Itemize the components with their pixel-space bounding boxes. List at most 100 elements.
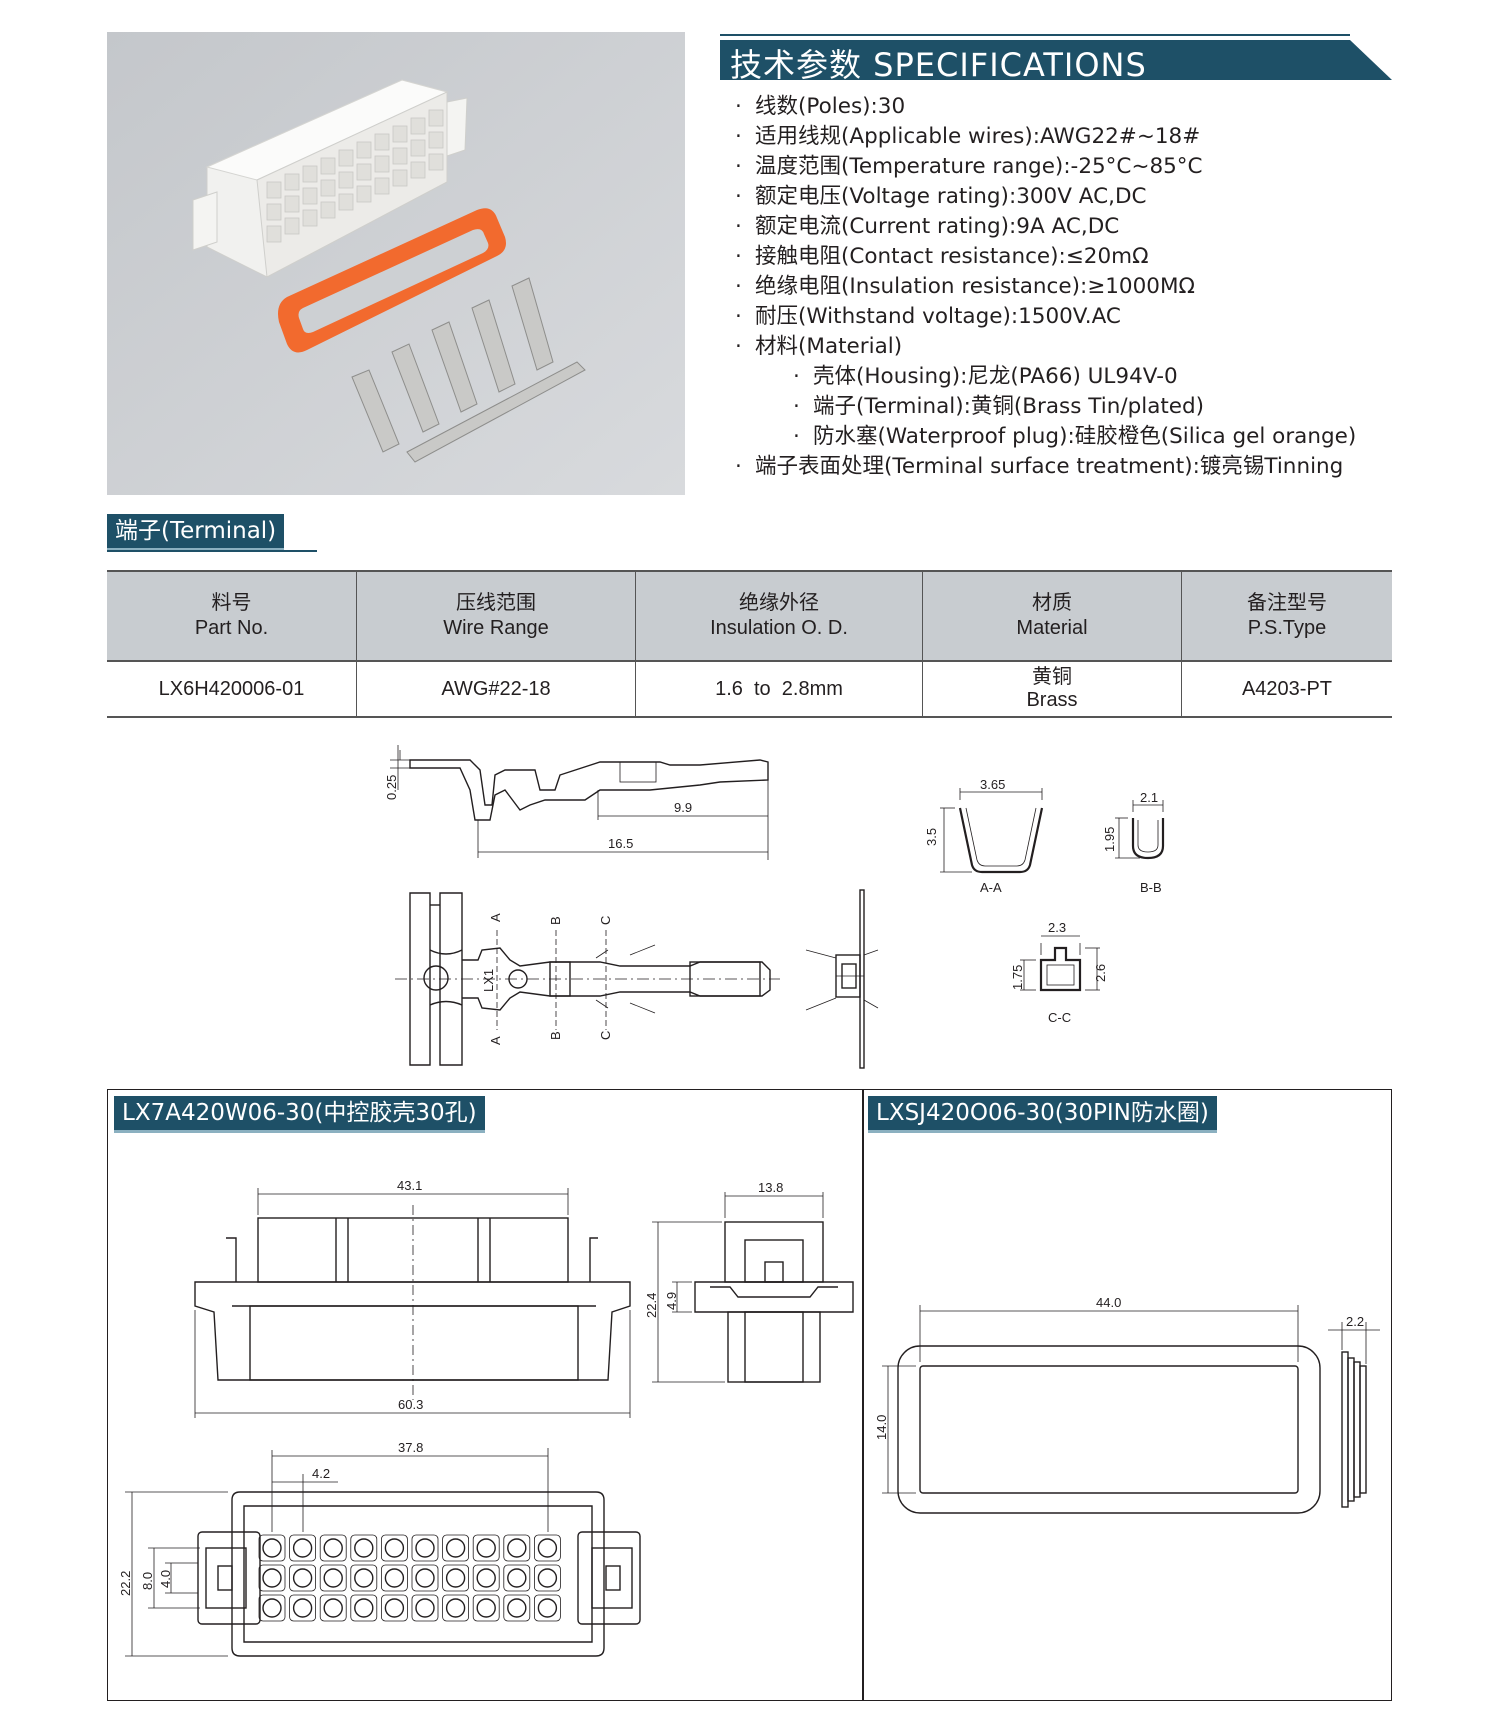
cell-insulation-od: 1.6 to 2.8mm — [635, 661, 923, 718]
pin-hole — [476, 1538, 496, 1558]
pin-cavity — [472, 1534, 500, 1562]
label-bb: B-B — [1140, 880, 1162, 895]
pin-hole — [354, 1568, 374, 1588]
pin-cavity — [289, 1534, 317, 1562]
dim-22-4: 22.4 — [644, 1293, 659, 1318]
pin-hole — [537, 1568, 558, 1588]
dim-44-0: 44.0 — [1096, 1295, 1121, 1310]
section-a-top: A — [488, 913, 503, 922]
pin-hole — [537, 1538, 558, 1558]
pin-hole — [445, 1568, 466, 1588]
housing-side-view: 13.8 22.4 4.9 — [644, 1180, 854, 1383]
pin-hole — [384, 1538, 405, 1558]
housing-seal-drawing: 43.1 60.3 13.8 22.4 4.9 — [118, 1178, 1380, 1657]
spec-item: ·绝缘电阻(Insulation resistance):≥1000MΩ — [735, 274, 1195, 299]
dim-cc-h1: 1.75 — [1010, 965, 1025, 990]
pin-cavity — [534, 1564, 561, 1592]
label-cc: C-C — [1048, 1010, 1071, 1025]
section-b-top: B — [548, 916, 563, 925]
pin-hole — [537, 1598, 558, 1618]
dim-bb-width: 2.1 — [1140, 790, 1158, 805]
pin-cavity — [289, 1594, 317, 1622]
pin-hole — [262, 1598, 282, 1618]
pin-cavity — [289, 1564, 317, 1592]
label-aa: A-A — [980, 880, 1002, 895]
seal-photo — [278, 208, 506, 353]
pin-hole — [445, 1598, 466, 1618]
spec-item: ·接触电阻(Contact resistance):≤20mΩ — [735, 244, 1149, 269]
section-cc: 2.3 1.75 2.6 C-C — [1010, 920, 1108, 1025]
dim-8-0: 8.0 — [140, 1572, 155, 1590]
pin-cavity — [534, 1594, 561, 1622]
pin-cavity — [258, 1534, 286, 1562]
pin-hole — [415, 1598, 435, 1618]
dim-43-1: 43.1 — [397, 1178, 422, 1193]
dim-aa-width: 3.65 — [980, 777, 1005, 792]
cell-ps-type: A4203-PT — [1181, 661, 1392, 718]
pin-cavity — [472, 1564, 500, 1592]
spec-item: ·温度范围(Temperature range):-25°C~85°C — [735, 154, 1203, 179]
pin-hole — [507, 1538, 527, 1558]
panel-divider — [862, 1089, 864, 1701]
pin-hole — [476, 1598, 496, 1618]
terminal-section-tab: 端子(Terminal) — [107, 514, 285, 551]
pin-cavity — [442, 1564, 470, 1592]
pin-hole — [445, 1538, 466, 1558]
pin-cavity — [503, 1564, 531, 1592]
spec-item: ·适用线规(Applicable wires):AWG22#~18# — [735, 124, 1201, 149]
dim-thickness: 0.25 — [384, 775, 399, 800]
pin-hole — [415, 1568, 435, 1588]
pin-cavity — [442, 1594, 470, 1622]
pin-cavity — [411, 1594, 439, 1622]
cell-part-no: LX6H420006-01 — [107, 661, 357, 718]
seal-front-view: 44.0 14.0 — [874, 1295, 1321, 1514]
tab-underline — [107, 550, 317, 552]
product-photo — [107, 32, 685, 495]
dim-4-2: 4.2 — [312, 1466, 330, 1481]
spec-item: ·额定电流(Current rating):9A AC,DC — [735, 214, 1120, 239]
dim-37-8: 37.8 — [398, 1440, 423, 1455]
dim-aa-height: 3.5 — [924, 828, 939, 846]
dim-9-9: 9.9 — [674, 800, 692, 815]
dim-13-8: 13.8 — [758, 1180, 783, 1195]
dim-60-3: 60.3 — [398, 1397, 423, 1412]
pin-cavity — [534, 1534, 561, 1562]
pin-hole — [323, 1598, 343, 1618]
spec-header-bar — [720, 34, 1392, 80]
dim-16-5: 16.5 — [608, 836, 633, 851]
pin-hole — [323, 1568, 343, 1588]
pin-cavity — [350, 1564, 378, 1592]
section-aa: 3.65 3.5 A-A — [924, 777, 1044, 895]
pin-cavity — [411, 1564, 439, 1592]
spec-subitem: ·壳体(Housing):尼龙(PA66) UL94V-0 — [793, 364, 1178, 389]
spec-item: ·端子表面处理(Terminal surface treatment):镀亮锡T… — [735, 454, 1344, 479]
spec-item: ·额定电压(Voltage rating):300V AC,DC — [735, 184, 1147, 209]
pin-hole — [476, 1568, 496, 1588]
terminal-side-view: 0.25 9.9 16.5 — [384, 745, 769, 860]
housing-bottom-view: 37.8 4.2 22.2 8.0 4.0 — [118, 1440, 641, 1657]
pin-cavity — [380, 1564, 408, 1592]
pin-cavity — [411, 1534, 439, 1562]
pin-hole — [384, 1568, 405, 1588]
pin-hole — [354, 1538, 374, 1558]
pin-cavity — [319, 1594, 347, 1622]
terminal-top-view: A A B B C C LX1 — [395, 892, 780, 1066]
dim-2-2: 2.2 — [1346, 1314, 1364, 1329]
pin-cavity — [503, 1534, 531, 1562]
section-b-bottom: B — [548, 1031, 563, 1040]
dim-4-0: 4.0 — [158, 1570, 173, 1588]
spec-item: ·耐压(Withstand voltage):1500V.AC — [735, 304, 1121, 329]
pin-hole — [354, 1598, 374, 1618]
dim-bb-height: 1.95 — [1102, 827, 1117, 852]
dim-cc-width: 2.3 — [1048, 920, 1066, 935]
housing-photo — [192, 79, 468, 278]
pin-cavity — [350, 1534, 378, 1562]
pin-hole — [292, 1568, 313, 1588]
